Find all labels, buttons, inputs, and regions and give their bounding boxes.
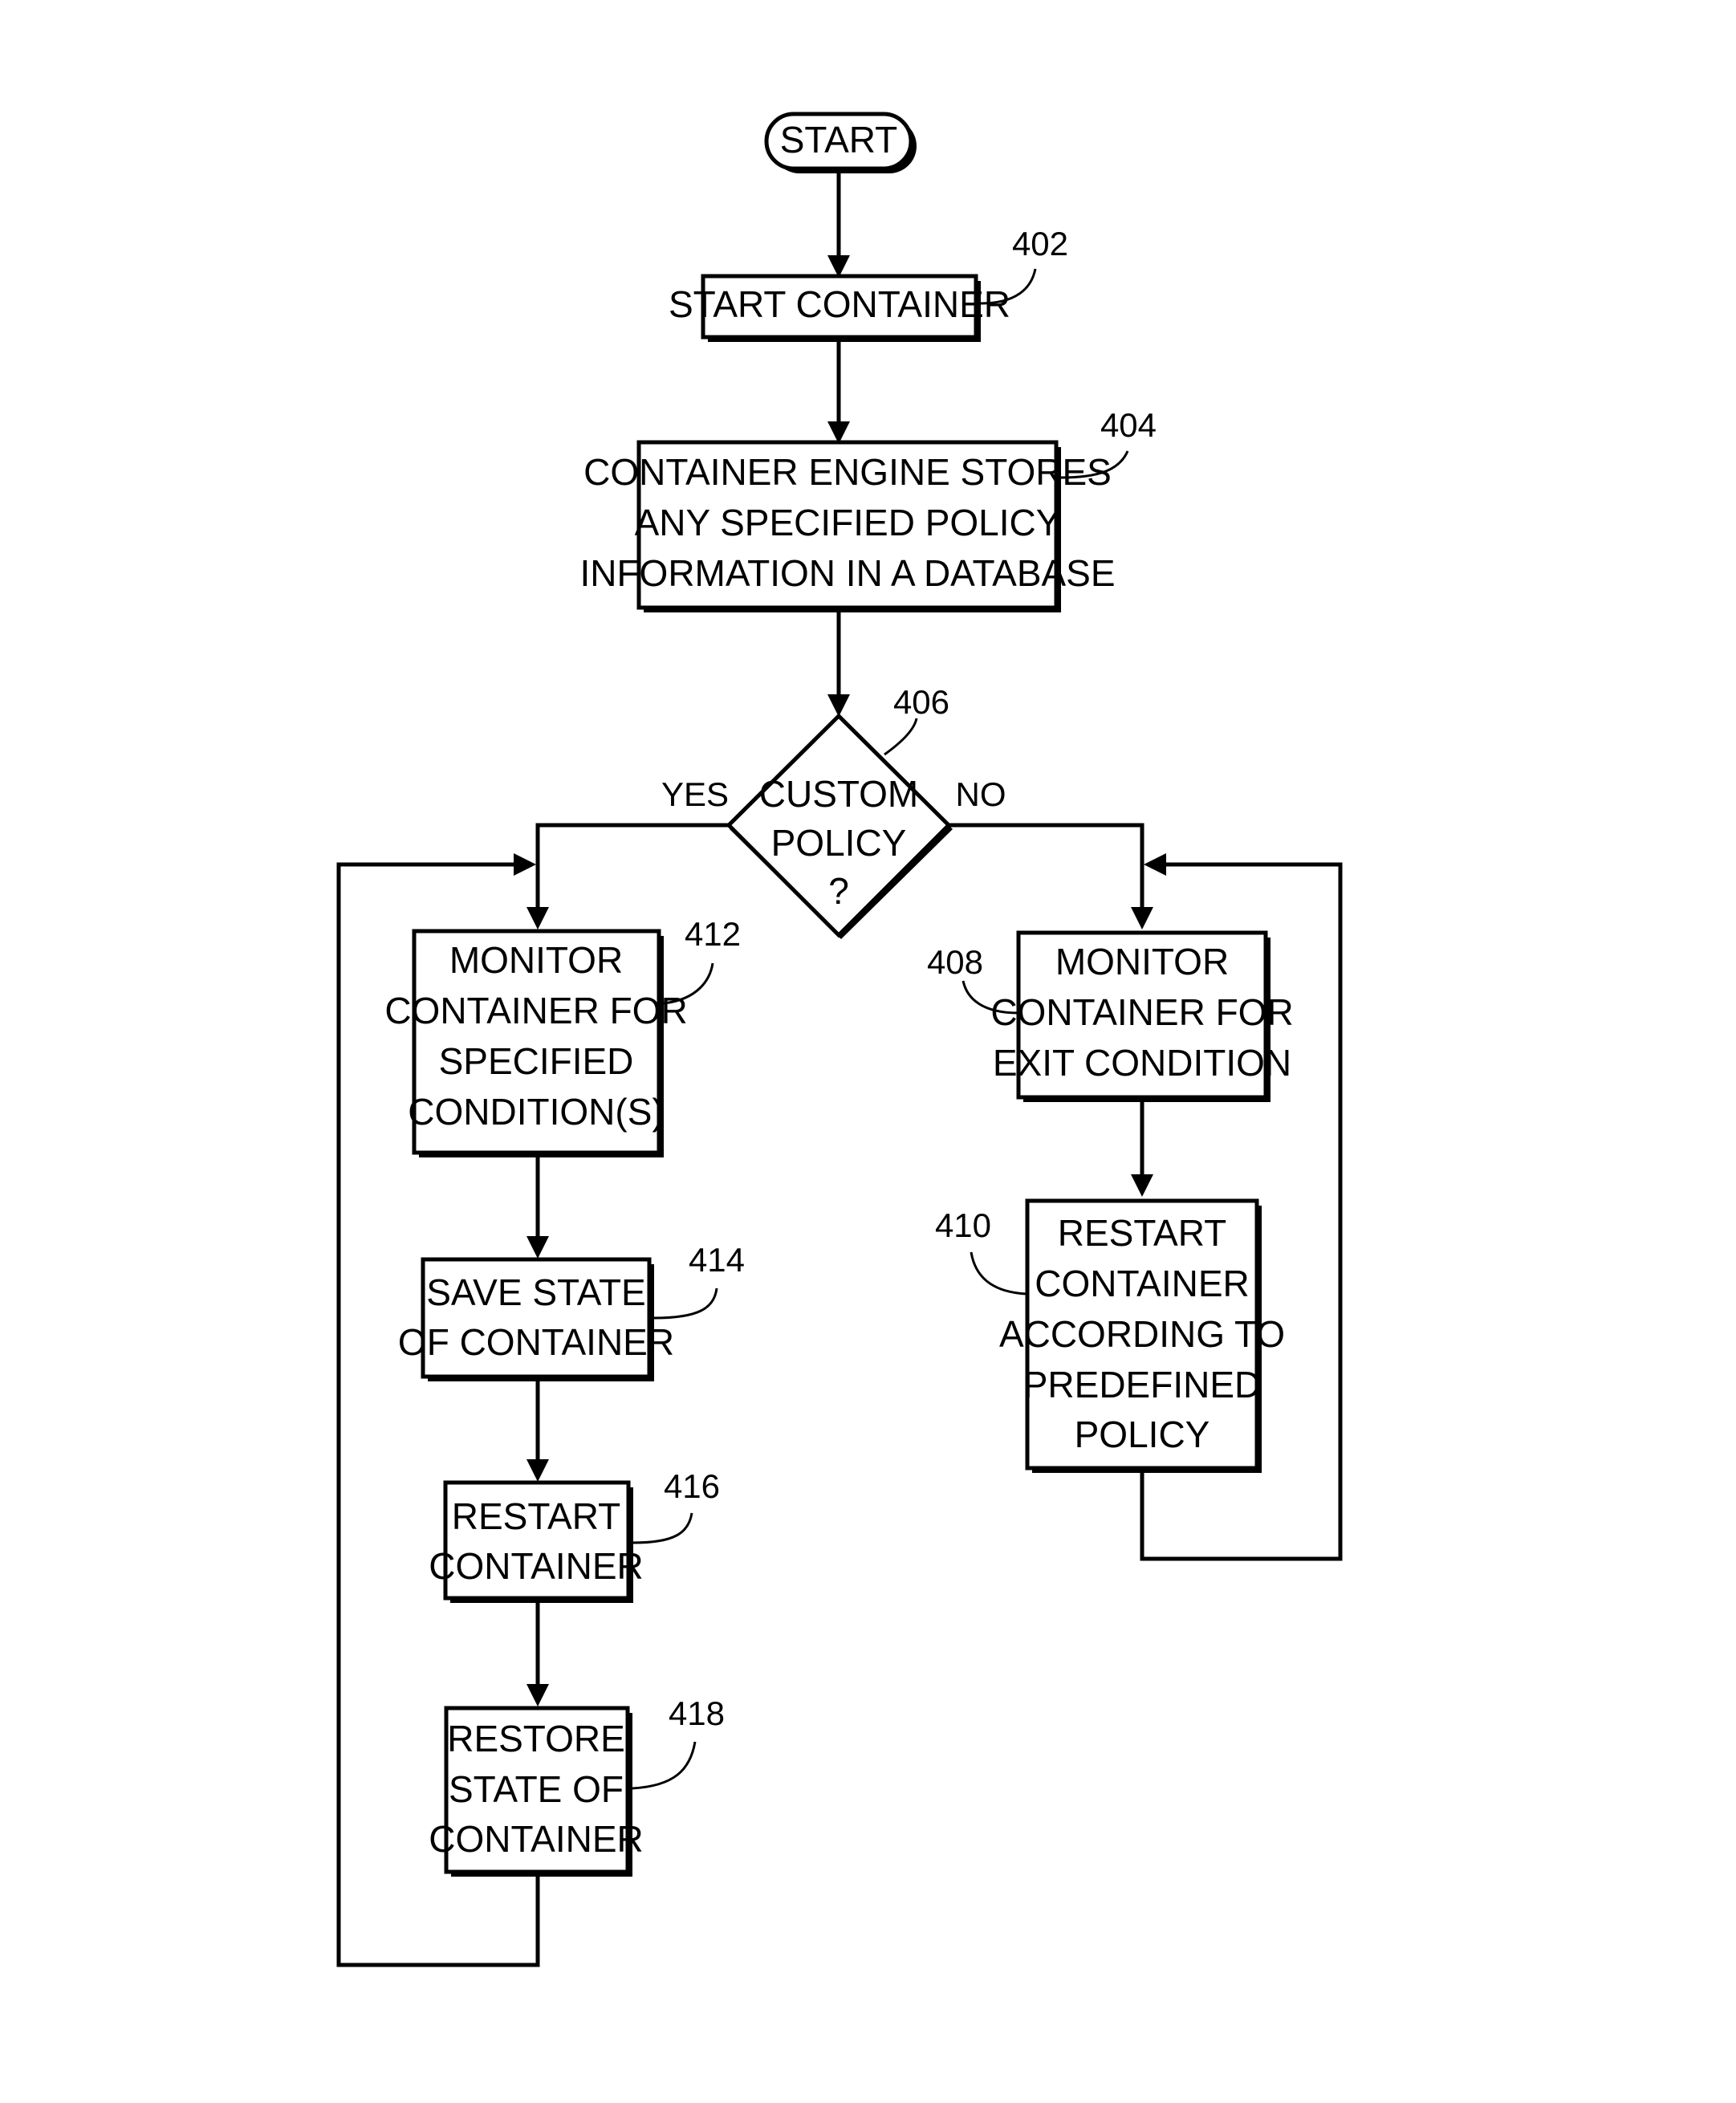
start-label: START <box>780 119 898 161</box>
step-418-restore-state: RESTORE STATE OF CONTAINER 418 <box>429 1694 725 1877</box>
arrowhead-418 <box>526 1684 549 1706</box>
step-408-line-2: CONTAINER FOR <box>990 991 1293 1033</box>
step-410-restart-predefined: RESTART CONTAINER ACCORDING TO PREDEFINE… <box>935 1201 1285 1473</box>
ref-402: 402 <box>1012 225 1068 262</box>
step-418-line-3: CONTAINER <box>429 1818 644 1860</box>
ref-410: 410 <box>935 1206 991 1244</box>
step-404-store-policy: CONTAINER ENGINE STORES ANY SPECIFIED PO… <box>579 406 1157 612</box>
step-412-line-2: CONTAINER FOR <box>384 990 687 1031</box>
step-402-line-1: START CONTAINER <box>669 283 1010 325</box>
arrowhead-loop-right <box>1144 853 1166 876</box>
arrowhead-loop-left <box>514 853 536 876</box>
ref-412: 412 <box>685 915 741 953</box>
step-416-restart-container: RESTART CONTAINER 416 <box>429 1467 720 1603</box>
step-408-line-3: EXIT CONDITION <box>993 1042 1291 1084</box>
step-402-start-container: START CONTAINER 402 <box>669 225 1068 342</box>
step-404-line-3: INFORMATION IN A DATABASE <box>579 552 1115 594</box>
arrowhead-410 <box>1131 1174 1153 1197</box>
step-412-line-1: MONITOR <box>449 939 623 981</box>
step-408-monitor-exit: MONITOR CONTAINER FOR EXIT CONDITION 408 <box>927 933 1294 1102</box>
decision-406-line-3: ? <box>828 870 849 912</box>
step-412-line-3: SPECIFIED <box>439 1040 634 1082</box>
step-404-line-1: CONTAINER ENGINE STORES <box>583 451 1112 493</box>
step-414-line-1: SAVE STATE <box>426 1271 646 1313</box>
ref-416-leader <box>633 1513 692 1543</box>
ref-408: 408 <box>927 943 983 981</box>
decision-406-custom-policy: CUSTOM POLICY ? 406 YES NO <box>661 683 1006 939</box>
step-410-line-1: RESTART <box>1058 1212 1226 1254</box>
step-412-line-4: CONDITION(S) <box>408 1091 664 1133</box>
step-418-line-2: STATE OF <box>449 1768 624 1810</box>
step-404-line-2: ANY SPECIFIED POLICY <box>635 502 1061 543</box>
arrowhead-408 <box>1131 907 1153 929</box>
step-416-line-2: CONTAINER <box>429 1545 644 1587</box>
branch-yes-label: YES <box>661 775 729 813</box>
step-416-line-1: RESTART <box>452 1495 620 1537</box>
step-410-line-5: POLICY <box>1075 1414 1210 1455</box>
start-terminal: START <box>766 114 917 173</box>
step-410-line-3: ACCORDING TO <box>999 1313 1285 1355</box>
ref-418: 418 <box>669 1694 725 1732</box>
step-412-monitor-specified: MONITOR CONTAINER FOR SPECIFIED CONDITIO… <box>384 915 741 1157</box>
decision-406-line-2: POLICY <box>771 822 907 864</box>
step-408-line-1: MONITOR <box>1055 941 1229 982</box>
ref-410-leader <box>971 1252 1027 1294</box>
ref-418-leader <box>632 1742 695 1788</box>
ref-416: 416 <box>664 1467 720 1505</box>
step-414-line-2: OF CONTAINER <box>398 1321 674 1363</box>
ref-404: 404 <box>1100 406 1157 444</box>
ref-414: 414 <box>689 1241 745 1279</box>
arrowhead-414 <box>526 1236 549 1259</box>
arrowhead-416 <box>526 1459 549 1482</box>
connector-yes-branch <box>538 825 730 907</box>
connector-no-branch <box>949 825 1142 907</box>
arrowhead-412 <box>526 907 549 929</box>
ref-406-leader <box>884 718 917 755</box>
step-410-line-2: CONTAINER <box>1035 1263 1250 1304</box>
branch-no-label: NO <box>956 775 1006 813</box>
ref-406: 406 <box>893 683 949 721</box>
step-410-line-4: PREDEFINED <box>1023 1364 1261 1405</box>
step-414-save-state: SAVE STATE OF CONTAINER 414 <box>398 1241 745 1381</box>
step-418-line-1: RESTORE <box>447 1718 625 1759</box>
ref-414-leader <box>654 1288 717 1318</box>
decision-406-line-1: CUSTOM <box>759 773 919 815</box>
